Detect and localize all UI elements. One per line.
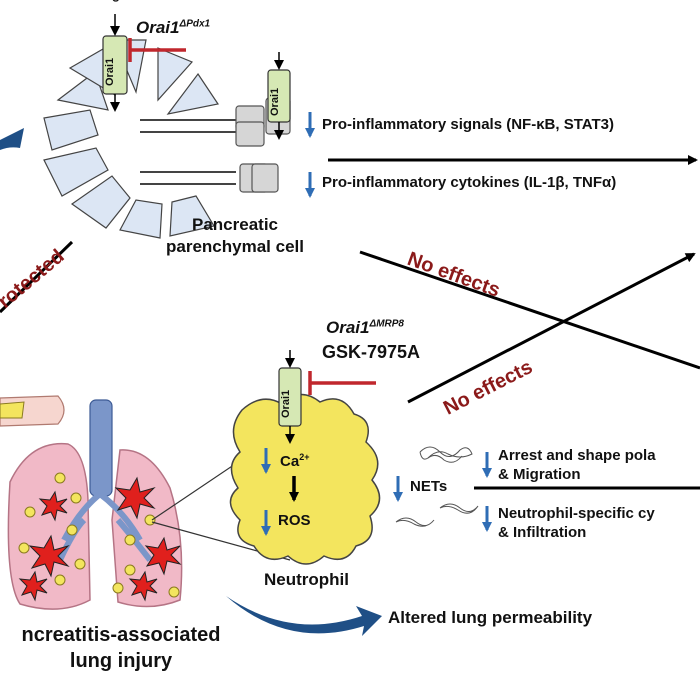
ca-inside-label: Ca2+ [280, 452, 309, 470]
orai1-channel-label-duct: Orai1 [269, 87, 281, 116]
ca-label-pancreas-top: Ca2+ [108, 0, 121, 2]
gsk-drug-label: GSK-7975A [322, 342, 421, 362]
outcome-infiltration: Neutrophil-specific cy & Infiltration [498, 504, 655, 542]
curved-arrow-permeability [226, 596, 382, 636]
outcome-infiltration-line2: & Infiltration [498, 524, 587, 541]
duct-cells [140, 97, 291, 193]
lung-injury-label-line1: ncreatitis-associated [21, 624, 221, 646]
orai1-pdx1-label: Orai1ΔPdx1 [136, 18, 210, 38]
ros-label: ROS [278, 512, 311, 529]
lung-injury-label: ncreatitis-associated lung injury [0, 622, 246, 674]
orai1-channel-label-neutrophil: Orai1 [280, 389, 292, 418]
line-protected [0, 240, 74, 314]
orai1-pdx1-text: Orai1 [136, 18, 180, 37]
outcome-migration-line1: Arrest and shape pola [498, 447, 656, 464]
outcome-migration-line2: & Migration [498, 466, 581, 483]
outcome-migration: Arrest and shape pola & Migration [498, 446, 656, 484]
orai1-mrp8-text: Orai1 [326, 318, 370, 337]
orai1-pdx1-superscript: ΔPdx1 [179, 18, 211, 30]
inhibitor-pancreas [128, 38, 186, 62]
curved-arrow-top-left [0, 128, 24, 150]
lung-injury-markers [18, 476, 182, 602]
permeability-label: Altered lung permeability [388, 608, 593, 627]
orai1-channel-pancreas-top [102, 14, 128, 112]
lung-injury-label-line2: lung injury [69, 650, 173, 672]
pancreatic-cell-label-line2: parenchymal cell [166, 237, 304, 256]
orai1-mrp8-superscript: ΔMRP8 [369, 318, 404, 330]
outcome-infiltration-line1: Neutrophil-specific cy [498, 505, 655, 522]
signal-pro-inflammatory-cytokines: Pro-inflammatory cytokines (IL-1β, TNFα) [322, 174, 617, 191]
blood-vessel [0, 395, 65, 427]
inhibitor-neutrophil [308, 371, 376, 395]
nets-label: NETs [410, 478, 448, 495]
ca-inside-superscript: 2+ [299, 452, 310, 462]
line-cross-up [407, 252, 696, 404]
orai1-channel-label-top: Orai1 [104, 57, 116, 86]
neutrophil-cell [229, 393, 381, 565]
lung-neutrophils [18, 472, 180, 598]
pancreatic-cell-label-line1: Pancreatic [192, 215, 278, 234]
orai1-channel-duct [267, 52, 291, 140]
line-cross-down [359, 250, 700, 370]
down-arrows-nets [393, 452, 492, 532]
ca-inside-text: Ca [280, 453, 300, 470]
pancreatic-cell-label: Pancreatic parenchymal cell [140, 214, 330, 258]
orai1-channel-neutrophil [278, 350, 302, 444]
ca-text-pancreas-top: Ca [111, 0, 121, 2]
neutrophil-label: Neutrophil [264, 570, 349, 589]
acinar-cluster [43, 39, 219, 239]
signal-pro-inflammatory: Pro-inflammatory signals (NF-κB, STAT3) [322, 116, 615, 133]
orai1-mrp8-label: Orai1ΔMRP8 [326, 318, 404, 338]
nets-icons [395, 446, 479, 527]
